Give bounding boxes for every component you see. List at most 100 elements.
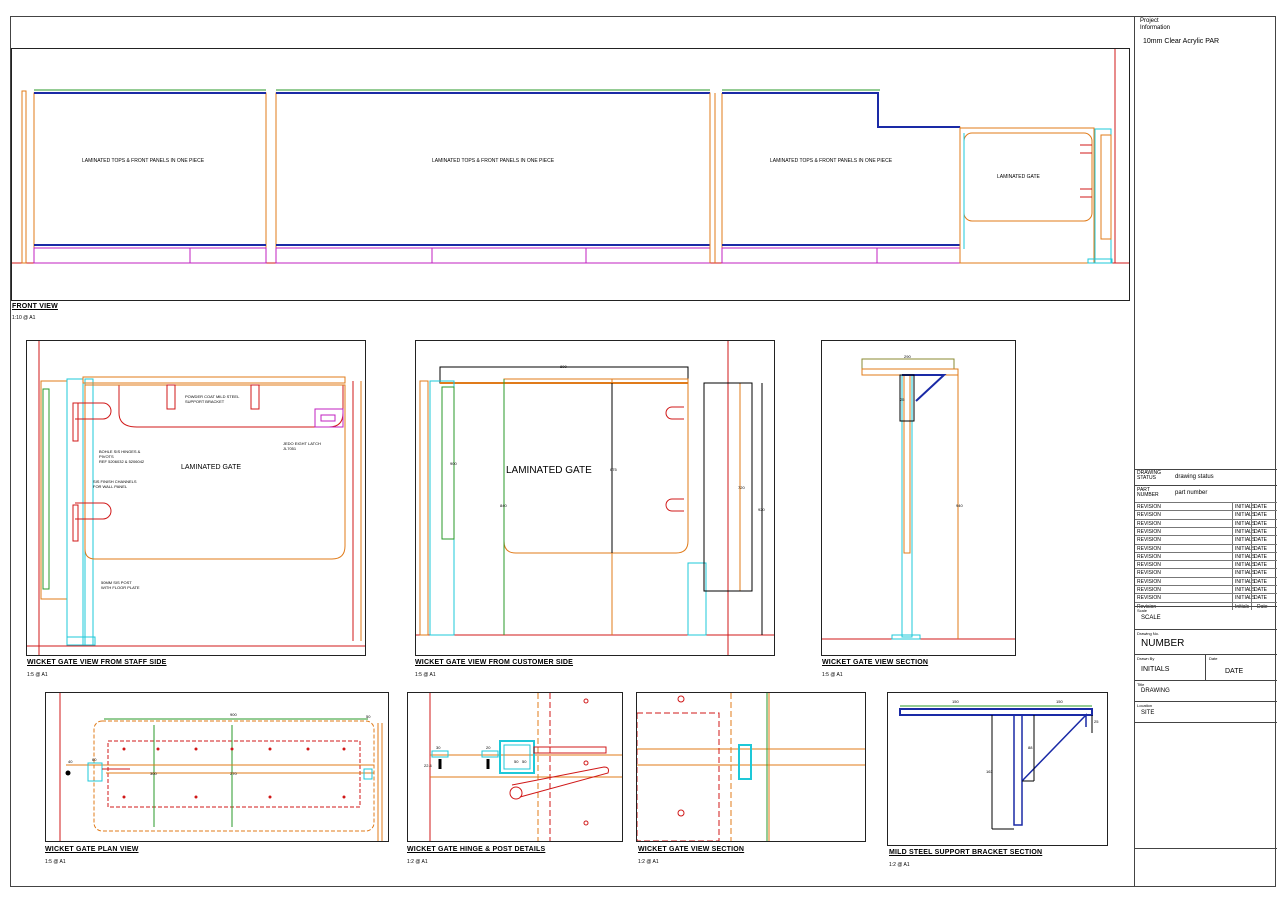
revision-cell: REVISION (1137, 595, 1161, 602)
bracket-dim-88: 88 (1028, 745, 1033, 750)
section2-caption: WICKET GATE VIEW SECTION (638, 846, 745, 853)
staff-side-scale: 1:5 @ A1 (27, 672, 48, 678)
revision-cell: REVISION (1137, 578, 1161, 585)
customer-dim-720: 720 (738, 485, 745, 490)
date-cell: DATE (1254, 578, 1267, 585)
plan-drawing: 900 50 300 270 40 60 (59, 693, 383, 841)
section-caption: WICKET GATE VIEW SECTION (822, 659, 929, 666)
project-name: 10mm Clear Acrylic PAR (1143, 38, 1220, 45)
customer-dim-800: 800 (560, 364, 567, 369)
title-block: Project Information 10mm Clear Acrylic P… (1134, 16, 1277, 887)
section-view: 290 25 940 (821, 340, 1016, 656)
part-number-value: part number (1175, 490, 1208, 496)
date-cell: DATE (1254, 512, 1267, 519)
section-drawing: 290 25 940 (822, 354, 1015, 640)
date-value: DATE (1225, 668, 1244, 675)
hinge-scale: 1:2 @ A1 (407, 859, 428, 865)
revision-cell: REVISION (1137, 545, 1161, 552)
staff-gate-label: LAMINATED GATE (181, 464, 241, 471)
date-cell: DATE (1254, 504, 1267, 510)
hinge-dim-20: 20 (486, 745, 491, 750)
section-dim-290: 290 (904, 354, 911, 359)
bracket-drawing: 150 150 25 88 163 (899, 699, 1099, 830)
customer-gate-label: LAMINATED GATE (506, 465, 592, 476)
plan-dim-900: 900 (230, 712, 237, 717)
revision-cell: REVISION (1137, 553, 1161, 560)
location-value: SITE (1141, 710, 1155, 716)
hinge-caption: WICKET GATE HINGE & POST DETAILS (407, 846, 546, 853)
revision-cell: REVISION (1137, 562, 1161, 569)
date-cell: DATE (1254, 562, 1267, 569)
hinge-drawing: 30 20 22.4 50 50 (424, 693, 622, 841)
date-cell: DATE (1254, 595, 1267, 602)
initials-cell: INITIALS (1235, 562, 1256, 569)
front-view-drawing: LAMINATED TOPS & FRONT PANELS IN ONE PIE… (12, 49, 1129, 264)
revision-cell: REVISION (1137, 512, 1161, 519)
initials-cell: INITIALS (1235, 512, 1256, 519)
drawing-no-label: Drawing No. (1137, 631, 1160, 636)
panel-label-3: LAMINATED TOPS & FRONT PANELS IN ONE PIE… (770, 158, 893, 164)
section-dim-940: 940 (956, 503, 963, 508)
initials-cell: INITIALS (1235, 537, 1256, 544)
customer-side-scale: 1:5 @ A1 (415, 672, 436, 678)
initials-cell: INITIALS (1235, 545, 1256, 552)
revision-cell: REVISION (1137, 528, 1161, 535)
plan-view: 900 50 300 270 40 60 (45, 692, 389, 842)
date-label: Date (1209, 656, 1218, 661)
bracket-dim-25: 25 (1094, 719, 1099, 724)
drawing-status-value: drawing status (1175, 474, 1214, 480)
revision-cell: REVISION (1137, 587, 1161, 593)
initials-cell: INITIALS (1235, 587, 1256, 593)
section2-drawing (637, 693, 865, 841)
hinge-detail-view: 30 20 22.4 50 50 (407, 692, 623, 842)
bracket-section-view: 150 150 25 88 163 (887, 692, 1108, 846)
initials-cell: INITIALS (1235, 528, 1256, 535)
part-number-label: PART NUMBER (1137, 487, 1159, 498)
revision-cell: REVISION (1137, 570, 1161, 577)
date-cell: DATE (1254, 520, 1267, 527)
customer-side-drawing: LAMINATED GATE 800 675 840 720 920 900 (416, 341, 774, 655)
title-label: Title (1137, 682, 1145, 687)
sheet-border (10, 16, 1276, 887)
revision-cell: REVISION (1137, 537, 1161, 544)
front-view-caption: FRONT VIEW (12, 303, 58, 310)
front-view-scale: 1:10 @ A1 (12, 315, 36, 321)
initials-cell: INITIALS (1235, 570, 1256, 577)
front-gate-label: LAMINATED GATE (997, 174, 1041, 180)
plan-dim-270: 270 (230, 771, 237, 776)
project-info-label-1: Project (1140, 18, 1159, 24)
date-cell: DATE (1254, 570, 1267, 577)
date-cell: DATE (1254, 587, 1267, 593)
project-info-label-2: Information (1140, 25, 1171, 31)
panel-label-2: LAMINATED TOPS & FRONT PANELS IN ONE PIE… (432, 158, 555, 164)
drawn-by-label: Drawn By (1137, 656, 1155, 661)
drawn-by-value: INITIALS (1141, 666, 1170, 673)
drawing-no-value: NUMBER (1141, 638, 1185, 649)
revision-cell: REVISION (1137, 504, 1161, 510)
date-cell: DATE (1254, 528, 1267, 535)
bracket-dim-150a: 150 (952, 699, 959, 704)
bracket-dim-150b: 150 (1056, 699, 1063, 704)
hinge-dim-22: 22.4 (424, 763, 433, 768)
plan-dim-60: 60 (92, 757, 97, 762)
bracket-caption: MILD STEEL SUPPORT BRACKET SECTION (889, 849, 1043, 856)
front-view: LAMINATED TOPS & FRONT PANELS IN ONE PIE… (11, 48, 1130, 301)
section2-scale: 1:2 @ A1 (638, 859, 659, 865)
bracket-scale: 1:2 @ A1 (889, 862, 910, 868)
hinge-dim-50a: 50 (514, 759, 519, 764)
